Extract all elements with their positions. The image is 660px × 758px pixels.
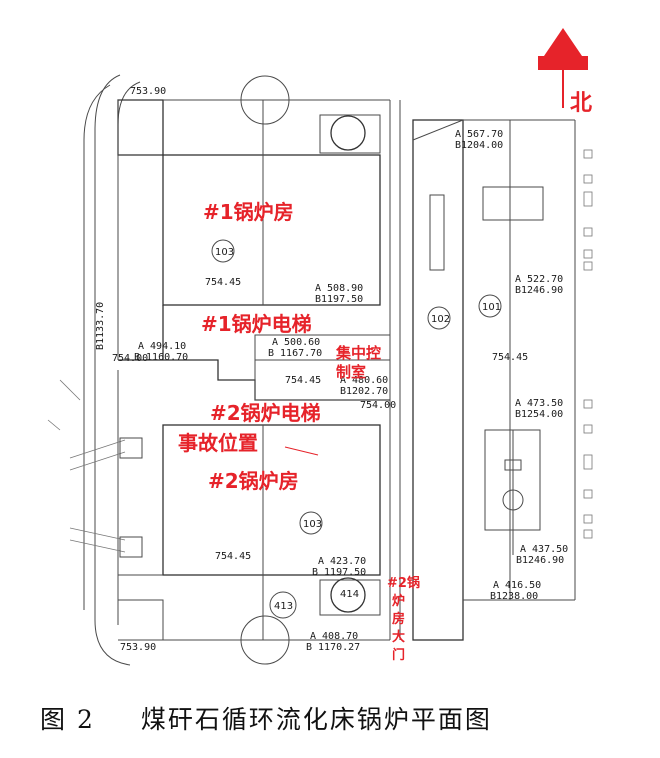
circle-414: 414 [340,589,359,600]
dim-753-bot: 753.90 [120,642,156,653]
circle-413: 413 [274,601,293,612]
dim-754-45-b: 754.45 [285,375,321,386]
dim-a500: A 500.60 [272,337,320,348]
circle-103-b: 103 [303,519,322,530]
dim-b1202: B1202.70 [340,386,388,397]
dim-b1246-a: B1246.90 [515,285,563,296]
dim-b1197-a: B1197.50 [315,294,363,305]
label-door-2: 炉 [392,593,405,609]
circle-103-a: 103 [215,247,234,258]
dim-a508: A 508.90 [315,283,363,294]
dim-b1167: B 1167.70 [268,348,322,359]
dim-754-45-c: 754.45 [492,352,528,363]
label-door-5: 门 [392,647,405,663]
dim-b1170: B 1170.27 [306,642,360,653]
label-door-4: 大 [392,629,405,645]
dim-a473: A 473.50 [515,398,563,409]
dim-754-45-d: 754.45 [215,551,251,562]
boiler-plan-diagram: 北 [47,28,593,666]
dim-b1197-b: B 1197.50 [312,567,366,578]
red-labels: #1锅炉房 #1锅炉电梯 集中控 制室 #2锅炉电梯 事故位置 #2锅炉房 #2… [178,200,420,663]
control-room [118,305,391,401]
dim-a408: A 408.70 [310,631,358,642]
right-markers [583,149,593,539]
label-control-1: 集中控 [335,344,381,362]
dim-a437: A 437.50 [520,544,568,555]
boiler-room-2 [118,424,381,665]
dim-b1204: B1204.00 [455,140,503,151]
room-number-circles: 103 103 102 101 414 413 [211,239,502,612]
circle-101: 101 [482,302,501,313]
dim-a480: A 480.60 [340,375,388,386]
north-arrow: 北 [538,28,592,116]
dim-a522: A 522.70 [515,274,563,285]
dim-753-top: 753.90 [130,86,166,97]
dim-a494: A 494.10 [138,341,186,352]
label-boiler-1: #1锅炉房 [203,200,294,224]
caption-number: 图 2 [40,705,95,734]
label-door-3: 房 [392,611,405,627]
dimension-labels: 753.90 753.90 B1133.70 754.00 754.00 754… [95,86,568,653]
label-control-2: 制室 [336,363,366,381]
left-ladders [69,437,143,558]
label-elevator-2: #2锅炉电梯 [210,401,321,425]
dim-a416: A 416.50 [493,580,541,591]
dim-754-a: 754.00 [112,353,148,364]
dim-b1254: B1254.00 [515,409,563,420]
dim-b1133: B1133.70 [95,302,106,350]
dim-a423: A 423.70 [318,556,366,567]
right-corridor [412,119,576,641]
caption-title: 煤矸石循环流化床锅炉平面图 [140,705,492,734]
dim-b1160: B 1160.70 [134,352,188,363]
label-boiler-2: #2锅炉房 [208,469,299,493]
boiler-room-1 [162,75,381,306]
figure-caption: 图 2 煤矸石循环流化床锅炉平面图 [40,700,640,740]
left-road [47,74,141,666]
dim-754-b: 754.00 [360,400,396,411]
label-door-1: #2锅 [387,575,420,591]
dim-a567: A 567.70 [455,129,503,140]
dim-754-45-a: 754.45 [205,277,241,288]
label-accident: 事故位置 [178,431,258,455]
label-elevator-1: #1锅炉电梯 [201,312,312,336]
dim-b1246-b: B1246.90 [516,555,564,566]
dim-b1238: B1238.00 [490,591,538,602]
north-label: 北 [570,91,592,116]
circle-102: 102 [431,314,450,325]
